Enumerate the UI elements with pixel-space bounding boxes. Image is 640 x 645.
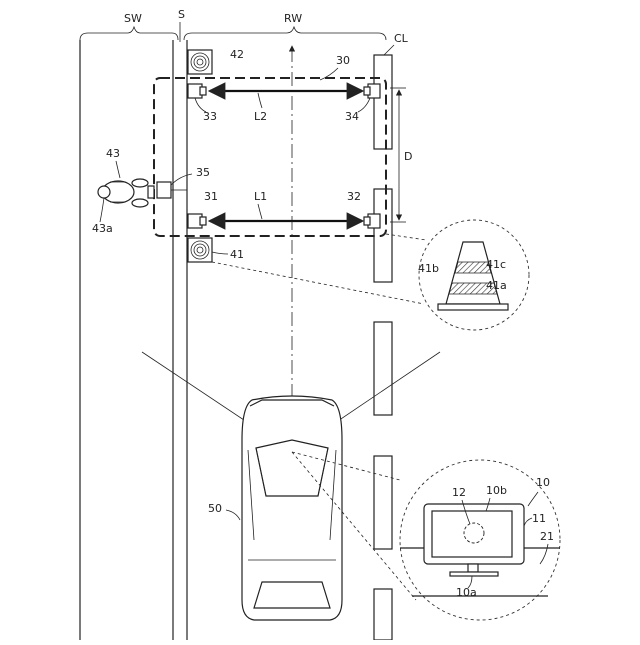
label-11: 11 bbox=[532, 512, 546, 525]
vehicle-50: 50 bbox=[208, 396, 342, 620]
speaker-41: 41 bbox=[188, 238, 244, 262]
sensor-31: 31 bbox=[188, 190, 218, 228]
distance-d: D bbox=[390, 88, 412, 222]
center-line-blocks: CL bbox=[374, 32, 409, 640]
sensor-35: 35 bbox=[157, 166, 210, 198]
label-s: S bbox=[178, 8, 185, 21]
region-brackets: SW RW S bbox=[80, 8, 386, 42]
label-41b: 41b bbox=[418, 262, 439, 275]
pedestrian-43: 43 43a bbox=[92, 147, 154, 235]
label-34: 34 bbox=[345, 110, 359, 123]
label-cl: CL bbox=[394, 32, 409, 45]
distance-l2: L2 bbox=[210, 91, 362, 123]
label-32: 32 bbox=[347, 190, 361, 203]
label-30: 30 bbox=[336, 54, 350, 67]
label-42: 42 bbox=[230, 48, 244, 61]
label-sw: SW bbox=[124, 12, 142, 25]
label-12: 12 bbox=[452, 486, 466, 499]
label-10: 10 bbox=[536, 476, 550, 489]
distance-l1: L1 bbox=[210, 190, 362, 221]
label-rw: RW bbox=[284, 12, 302, 25]
label-41c: 41c bbox=[486, 258, 506, 271]
sensor-33: 33 bbox=[188, 84, 217, 123]
label-41: 41 bbox=[230, 248, 244, 261]
label-35: 35 bbox=[196, 166, 210, 179]
label-50: 50 bbox=[208, 502, 222, 515]
label-10a: 10a bbox=[456, 586, 477, 599]
label-l2: L2 bbox=[254, 110, 267, 123]
label-d: D bbox=[404, 150, 412, 163]
label-10b: 10b bbox=[486, 484, 507, 497]
label-21: 21 bbox=[540, 530, 554, 543]
label-41a: 41a bbox=[486, 279, 507, 292]
label-43: 43 bbox=[106, 147, 120, 160]
label-31: 31 bbox=[204, 190, 218, 203]
label-43a: 43a bbox=[92, 222, 113, 235]
detection-area-30: 30 bbox=[154, 54, 386, 236]
speaker-42: 42 bbox=[188, 48, 244, 74]
label-l1: L1 bbox=[254, 190, 267, 203]
